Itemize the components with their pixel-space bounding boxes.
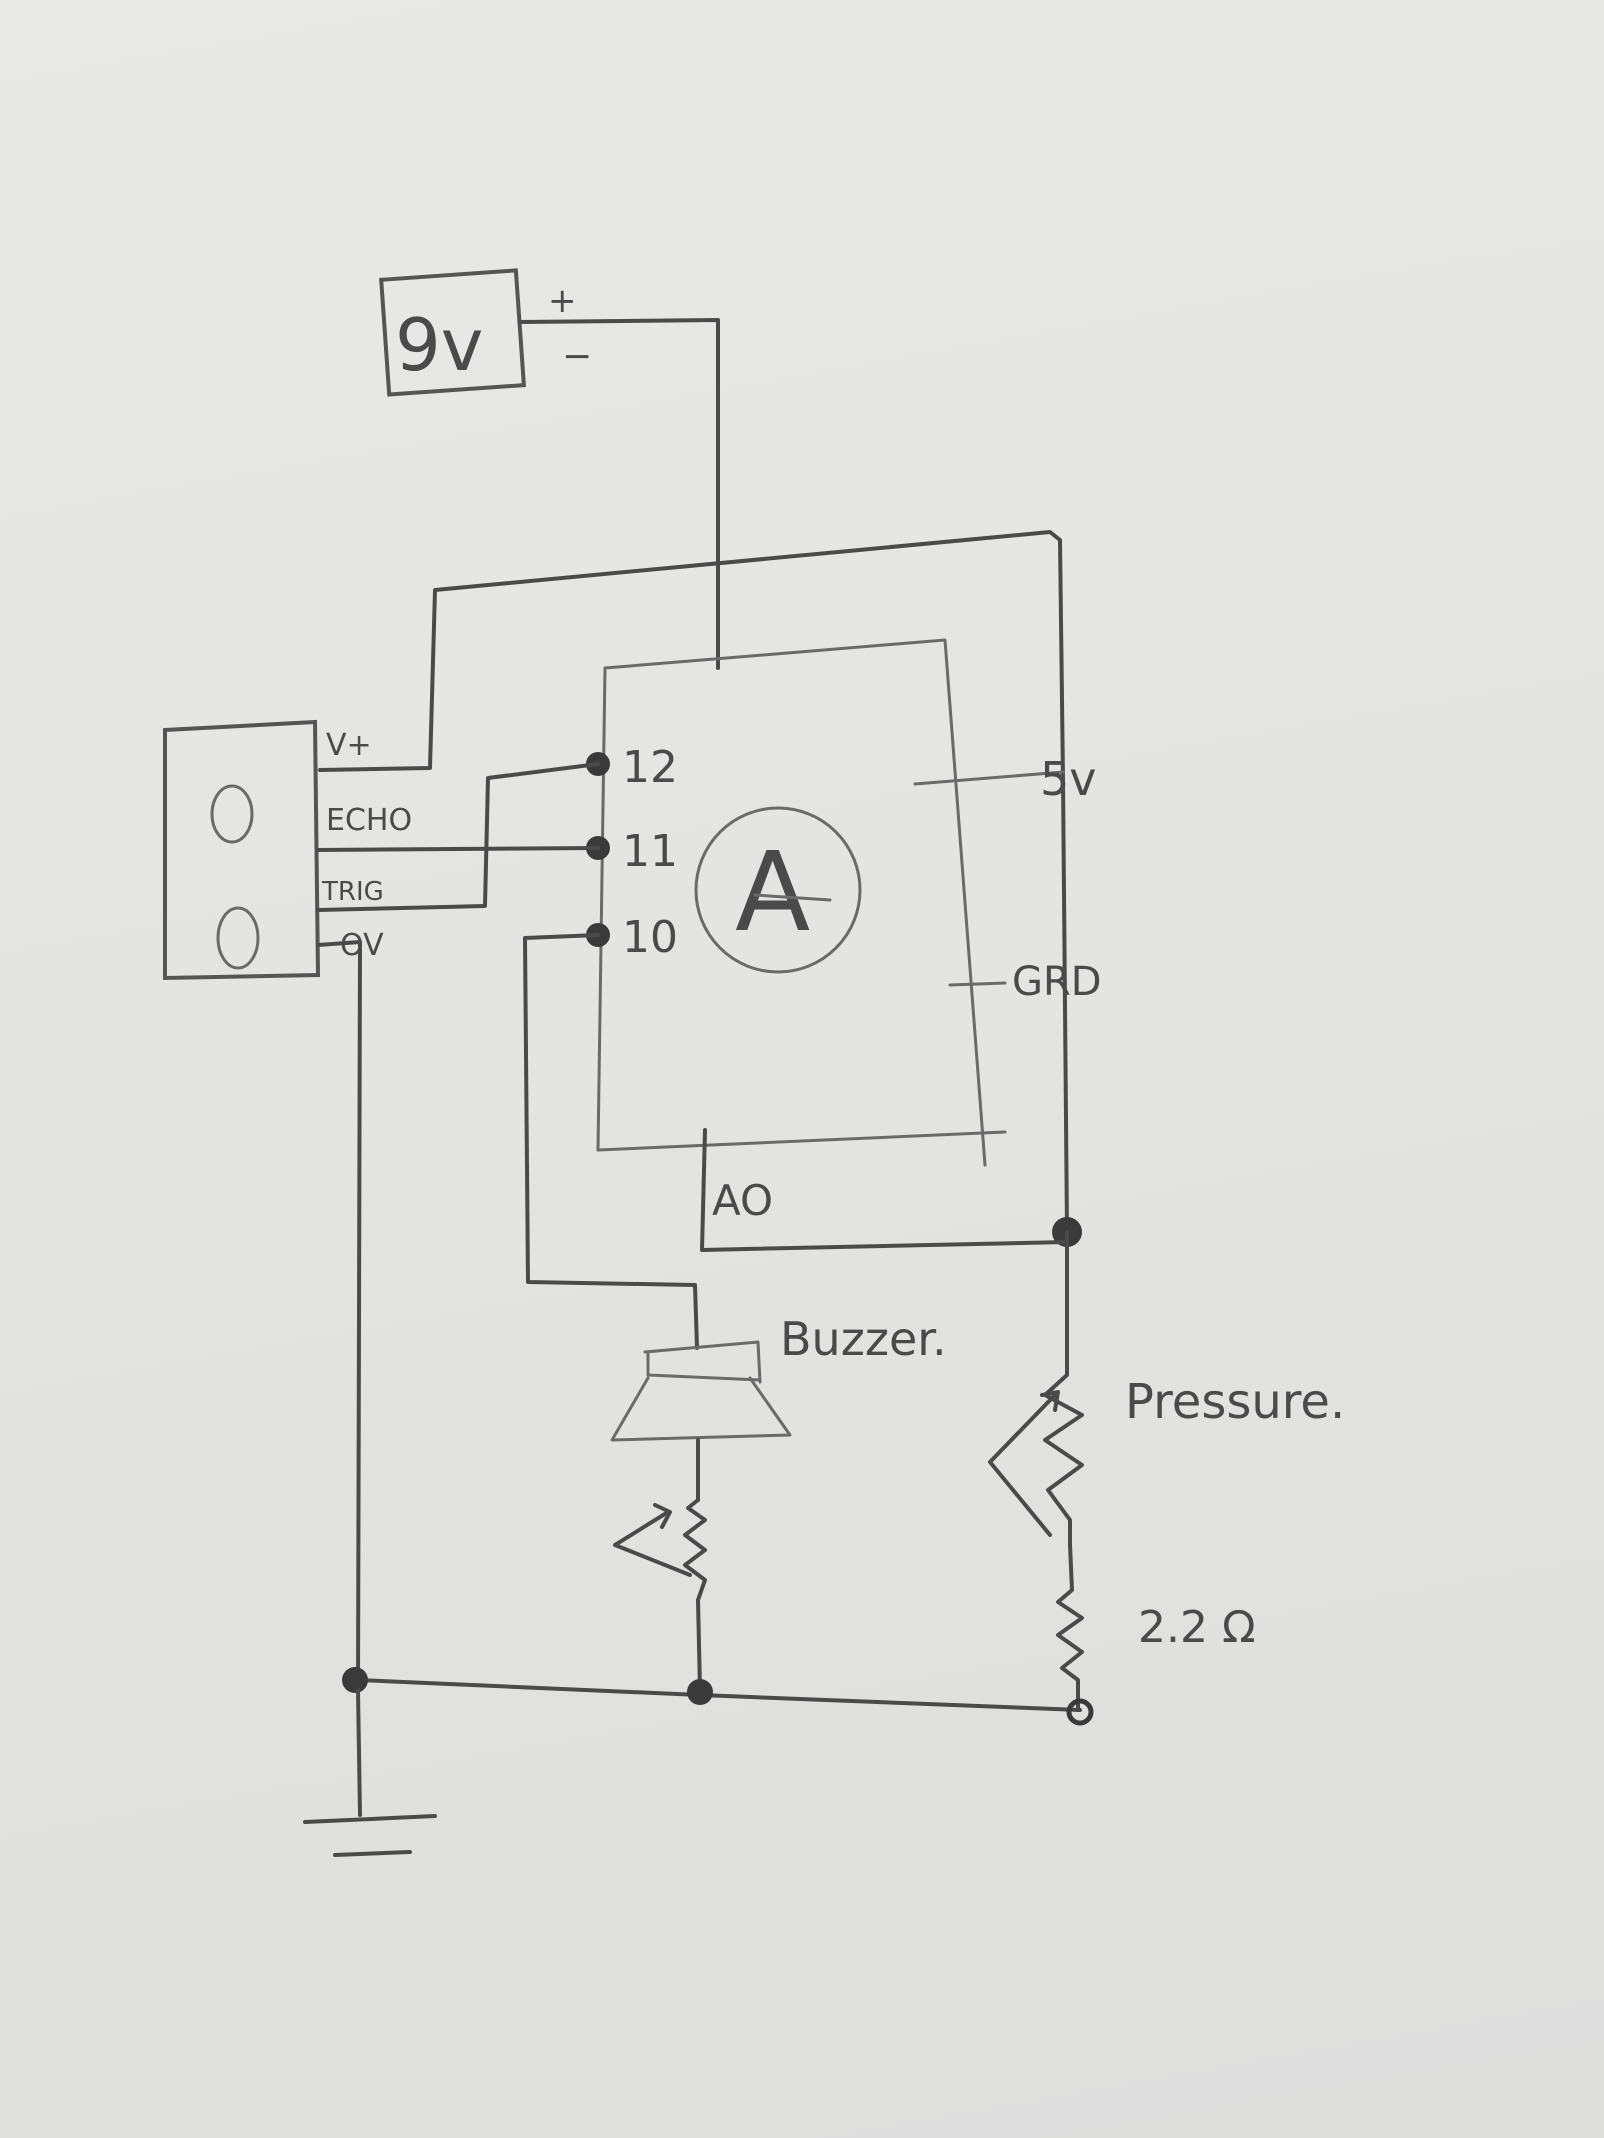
wire-5v-rail <box>1061 778 1069 1234</box>
pressure-zigzag <box>1043 1230 1084 1547</box>
sensor-pin-vplus: V+ <box>326 728 372 763</box>
board-outline-left-bottom <box>596 666 1007 1152</box>
battery-label: 9v <box>395 303 483 387</box>
sensor-pin-ov: OV <box>340 928 384 963</box>
buzzer-cone <box>610 1376 792 1442</box>
battery-box <box>379 268 527 397</box>
pin-11-label: 11 <box>622 826 678 877</box>
pressure-sensor: Pressure. <box>988 1230 1345 1547</box>
logo-strike <box>753 893 832 902</box>
node-ground-left <box>342 1667 368 1693</box>
ground-symbol <box>303 1814 437 1857</box>
buzzer-top <box>643 1340 762 1384</box>
sensor-pin-trig: TRIG <box>321 877 384 907</box>
resistor-label: 2.2 Ω <box>1138 1602 1256 1653</box>
sensor-body <box>163 719 321 981</box>
resistor-zigzag <box>1056 1543 1084 1712</box>
pot-arrow <box>613 1510 692 1577</box>
arduino-board: A 12 11 10 5v GRD AO <box>586 638 1102 1225</box>
battery-minus: − <box>562 336 592 377</box>
sensor-pin-echo: ECHO <box>326 803 412 838</box>
pressure-arrow <box>988 1393 1057 1537</box>
buzzer-cap <box>646 1350 762 1382</box>
ground-line-1 <box>303 1814 437 1824</box>
wire-ground-drop <box>356 1688 362 1817</box>
pressure-label: Pressure. <box>1125 1374 1345 1430</box>
pressure-arrow-head <box>1040 1390 1060 1412</box>
wire-ov-ground <box>316 940 362 1692</box>
wire-echo-11 <box>316 846 600 852</box>
node-ground-right <box>1066 1698 1094 1726</box>
battery-plus: + <box>548 281 577 321</box>
pin-5v-label: 5v <box>1040 752 1097 806</box>
pin-grd-label: GRD <box>1012 959 1102 1005</box>
ground-line-2 <box>333 1850 412 1857</box>
wire-a0 <box>700 1128 1069 1252</box>
pot-arrow-head <box>653 1503 672 1529</box>
ultrasonic-sensor: V+ ECHO TRIG OV <box>163 719 412 981</box>
arduino-logo-circle <box>694 806 862 974</box>
sensor-eye-top <box>210 784 254 844</box>
pin-12-label: 12 <box>622 742 678 793</box>
wire-trig-12 <box>316 762 600 912</box>
pin-grd-stub <box>948 981 1007 987</box>
buzzer-potentiometer <box>613 1498 707 1602</box>
board-outline-top-right <box>603 638 987 1167</box>
sensor-eye-bottom <box>216 906 260 970</box>
buzzer: Buzzer. <box>610 1312 947 1442</box>
resistor: 2.2 Ω <box>1056 1543 1256 1712</box>
pin-a0-label: AO <box>712 1176 773 1225</box>
wire-battery-vin <box>518 318 720 670</box>
battery: 9v + − <box>379 268 592 397</box>
pin-10-label: 10 <box>622 912 678 963</box>
wire-ground-bus <box>356 1678 1082 1712</box>
wire-pot-ground <box>696 1598 702 1692</box>
node-ground-middle <box>687 1679 713 1705</box>
pot-zigzag <box>683 1498 707 1602</box>
pin-5v-stub <box>913 770 1065 786</box>
wire-vplus-5v <box>318 530 1065 782</box>
buzzer-label: Buzzer. <box>780 1312 947 1366</box>
wire-10-buzzer <box>523 933 699 1350</box>
arduino-logo: A <box>735 828 810 956</box>
